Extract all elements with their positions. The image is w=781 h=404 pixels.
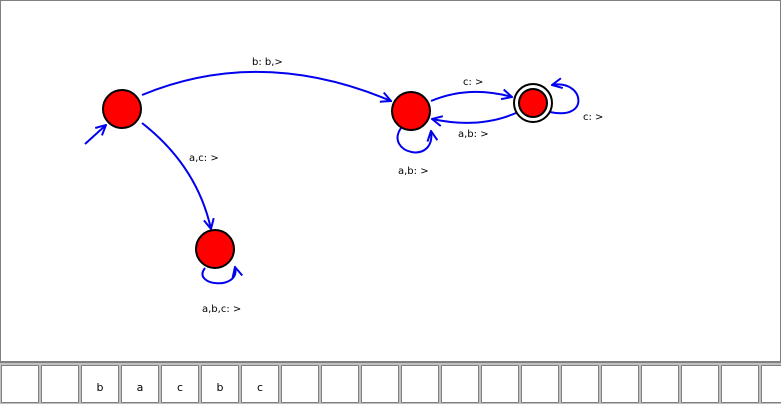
transition-label-q3-loop[interactable]: c: >: [583, 112, 603, 123]
transition-edge-q0-q1[interactable]: [141, 122, 211, 229]
transition-edge-q3-q2[interactable]: [432, 112, 517, 123]
state-q2[interactable]: [391, 91, 431, 131]
state-diagram-canvas[interactable]: b: b,> a,c: > a,b,c: > c: > a,b: > a,b: …: [0, 0, 781, 362]
tape-cell[interactable]: c: [161, 365, 199, 403]
transition-label-q2-loop[interactable]: a,b: >: [398, 166, 429, 177]
tape-cell[interactable]: [401, 365, 439, 403]
tape-cell[interactable]: [561, 365, 599, 403]
tape-cell[interactable]: [601, 365, 639, 403]
state-diagram[interactable]: b: b,> a,c: > a,b,c: > c: > a,b: > a,b: …: [1, 1, 780, 361]
transition-loop-q2[interactable]: [396, 127, 432, 154]
transition-edge-q2-q3[interactable]: [430, 92, 512, 102]
tape-cell[interactable]: [441, 365, 479, 403]
tape-cell[interactable]: [361, 365, 399, 403]
state-q1[interactable]: [195, 229, 235, 269]
tape-cell[interactable]: a: [121, 365, 159, 403]
transition-label-q0-q2[interactable]: b: b,>: [252, 57, 283, 68]
tape-cell[interactable]: [641, 365, 679, 403]
transition-loop-q3[interactable]: [549, 84, 580, 115]
tape-cell[interactable]: [281, 365, 319, 403]
transition-label-q1-loop[interactable]: a,b,c: >: [202, 304, 241, 315]
tape-cell[interactable]: c: [241, 365, 279, 403]
tape-cell[interactable]: [761, 365, 781, 403]
transition-loop-q1[interactable]: [201, 267, 236, 285]
tape-cell[interactable]: [521, 365, 559, 403]
start-arrow: [84, 125, 106, 145]
state-q0[interactable]: [102, 89, 142, 129]
tape-cell[interactable]: [41, 365, 79, 403]
tape-cell[interactable]: [721, 365, 759, 403]
tape-cell[interactable]: [681, 365, 719, 403]
tape-cell[interactable]: [321, 365, 359, 403]
tape-cell[interactable]: b: [81, 365, 119, 403]
transition-edge-q0-q2[interactable]: [141, 70, 391, 101]
tape-cell[interactable]: [1, 365, 39, 403]
tape-cell[interactable]: b: [201, 365, 239, 403]
transition-label-q2-q3[interactable]: c: >: [463, 77, 483, 88]
tape-cell[interactable]: [481, 365, 519, 403]
state-q3-final[interactable]: [513, 83, 553, 123]
transition-label-q3-q2[interactable]: a,b: >: [458, 129, 489, 140]
transition-label-q0-q1[interactable]: a,c: >: [189, 153, 219, 164]
